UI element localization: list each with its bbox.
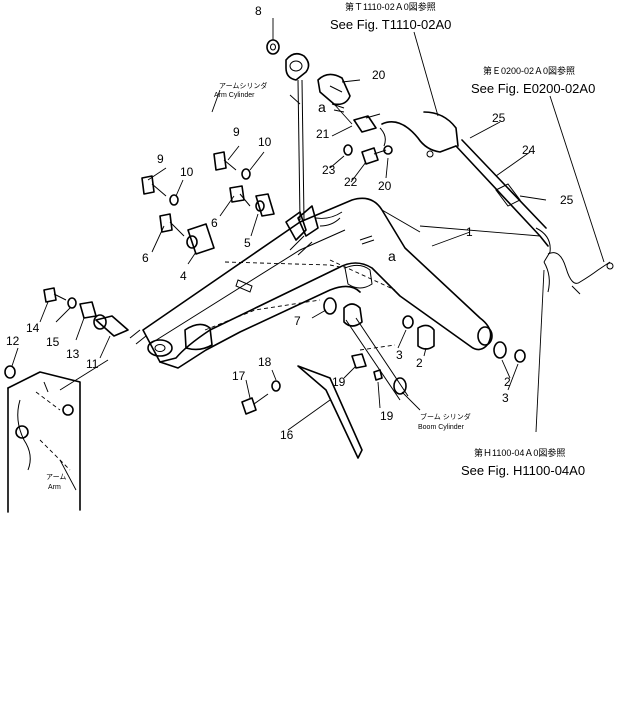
bushing-2b	[493, 341, 507, 359]
bolt-14	[43, 287, 67, 303]
callout-24: 24	[522, 143, 536, 157]
boom-cylinder-label: Boom Cylinder	[418, 424, 465, 431]
washer-10b	[241, 168, 251, 180]
callout-17: 17	[232, 369, 246, 383]
washer-12	[4, 365, 16, 379]
bushing-2a	[417, 324, 435, 350]
ref-t1110: See Fig. T1110-02A0	[330, 17, 451, 32]
boom-top-bosses	[285, 205, 343, 256]
callout-18: 18	[258, 355, 272, 369]
washer-23	[343, 144, 353, 156]
bolt-22	[361, 147, 387, 165]
callout-1: 1	[466, 225, 473, 239]
callout-20a: 20	[372, 68, 386, 82]
callout-5: 5	[244, 236, 251, 250]
callout-25b: 25	[560, 193, 574, 207]
callout-3b: 3	[502, 391, 509, 405]
callout-21: 21	[316, 127, 330, 141]
boom-cylinder-jp-label: ブーム シリンダ	[420, 412, 471, 421]
callout-19b: 19	[380, 409, 394, 423]
callout-12: 12	[6, 334, 20, 348]
bolt-6a	[159, 213, 185, 237]
locator-letter-mid: a	[388, 248, 396, 264]
bolt-17	[241, 393, 269, 415]
callout-11: 11	[86, 357, 99, 371]
part-8-washer	[266, 39, 280, 55]
callout-14: 14	[26, 321, 40, 335]
arm-cylinder-jp-label: アームシリンダ	[219, 81, 267, 90]
callout-16: 16	[280, 428, 294, 442]
clamp-21	[353, 113, 381, 133]
boom-cylinder-rod	[345, 317, 409, 401]
callout-9a: 9	[157, 152, 164, 166]
leader-lines	[11, 18, 605, 491]
ref-e0200-jp: 第Ｅ0200-02Ａ0図参照	[483, 65, 575, 76]
ref-e0200: See Fig. E0200-02A0	[471, 81, 595, 96]
figure-references: 第Ｔ1110-02Ａ0図参照 See Fig. T1110-02A0 第Ｅ020…	[330, 1, 595, 478]
callout-2b: 2	[504, 375, 511, 389]
washer-18	[271, 380, 281, 392]
pin-4	[186, 223, 215, 255]
callout-15: 15	[46, 335, 60, 349]
bolt-9b	[213, 151, 237, 171]
grease-fitting-19b	[373, 369, 383, 381]
plate-13	[79, 301, 97, 319]
component-annotations: アームシリンダ Arm Cylinder ブーム シリンダ Boom Cylin…	[46, 81, 471, 491]
locator-a-top	[331, 103, 345, 113]
callout-4: 4	[180, 269, 187, 283]
bushing-7	[323, 297, 363, 327]
pin-5	[255, 193, 275, 217]
callout-3a: 3	[396, 348, 403, 362]
callout-9b: 9	[233, 125, 240, 139]
callout-23: 23	[322, 163, 336, 177]
callout-22: 22	[344, 175, 358, 189]
pin-11	[93, 314, 129, 337]
arm-cylinder-label: Arm Cylinder	[214, 92, 255, 99]
ref-t1110-jp: 第Ｔ1110-02Ａ0図参照	[345, 1, 436, 12]
washer-10a	[169, 194, 179, 206]
plate-16	[297, 365, 363, 459]
boom-body	[129, 197, 493, 369]
washer-15	[67, 297, 77, 309]
callout-19a: 19	[332, 375, 346, 389]
arm-jp-label: アーム	[46, 473, 66, 481]
locator-letter-top: a	[318, 99, 326, 115]
callout-13: 13	[66, 347, 80, 361]
callout-numbers: 8 9 9 10 10 6 6 5 4 1 7 12 14 15 13 11 1…	[6, 4, 574, 442]
locator-a-mid	[359, 235, 375, 245]
callout-6a: 6	[211, 216, 218, 230]
callout-6b: 6	[142, 251, 149, 265]
bolt-9a	[141, 175, 167, 197]
grease-fitting-19a	[351, 353, 367, 369]
callout-8: 8	[255, 4, 262, 18]
bolt-6b	[229, 185, 251, 207]
hose-assembly	[381, 111, 614, 295]
seal-3a	[402, 315, 414, 329]
ref-h1100-jp: 第Ｈ1100-04Ａ0図参照	[474, 447, 565, 458]
arm-cylinder-rod	[266, 39, 310, 221]
clip-20b	[379, 127, 393, 155]
callout-7: 7	[294, 314, 301, 328]
callout-10a: 10	[180, 165, 194, 179]
ref-h1100: See Fig. H1100-04A0	[461, 463, 585, 478]
callout-20b: 20	[378, 179, 392, 193]
callout-2a: 2	[416, 356, 423, 370]
bracket-20	[317, 73, 353, 125]
arm-outline	[7, 371, 81, 513]
seal-3b	[514, 349, 526, 363]
arm-label: Arm	[48, 484, 61, 491]
callout-25a: 25	[492, 111, 506, 125]
callout-10b: 10	[258, 135, 272, 149]
